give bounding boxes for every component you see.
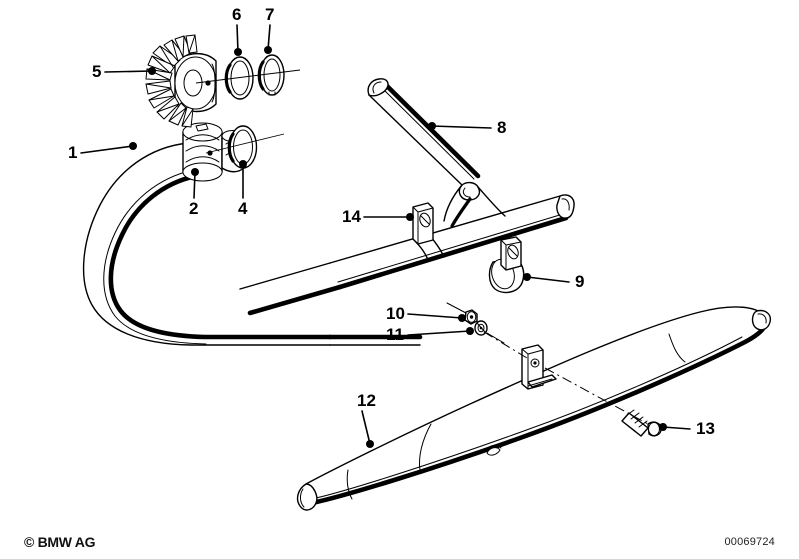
callout-dot [466, 327, 474, 335]
callout-leader-line [526, 276, 570, 283]
callout-number: 12 [357, 391, 376, 410]
part-pipe-clamp-bracket-front [412, 202, 445, 261]
callout-dot [428, 122, 436, 130]
callout-number: 13 [696, 419, 715, 438]
callout-number: 14 [342, 207, 361, 226]
callout-leader-line [361, 410, 371, 445]
footer-bar: © BMW AG 00069724 [0, 525, 799, 559]
callout-dot [129, 142, 137, 150]
callout-6: 6 [232, 5, 242, 56]
callout-number: 4 [238, 199, 248, 218]
callout-dot [406, 213, 414, 221]
callout-dot [234, 48, 242, 56]
callout-number: 1 [68, 143, 77, 162]
callout-12: 12 [357, 391, 376, 448]
callout-leader-line [407, 330, 471, 336]
callout-2: 2 [189, 168, 199, 218]
callout-dot [148, 67, 156, 75]
callout-leader-line [267, 24, 271, 51]
callout-9: 9 [523, 272, 584, 291]
part-lock-washer [474, 320, 488, 336]
part-muffler-silencer [296, 306, 772, 511]
assembly-centerline-lower [205, 133, 285, 154]
part-main-exhaust-run [239, 194, 575, 316]
callout-14: 14 [342, 207, 414, 226]
finned-nut-fins [145, 34, 198, 128]
callout-dot [366, 440, 374, 448]
callout-number: 6 [232, 5, 241, 24]
part-muffler-mounting-bracket [521, 344, 557, 390]
callout-1: 1 [68, 142, 137, 162]
callout-dot [523, 273, 531, 281]
callout-dot [458, 314, 466, 322]
part-pipe-clamp-bracket-rear [488, 236, 525, 294]
callout-dot [191, 168, 199, 176]
callout-leader-line [662, 426, 691, 430]
callout-number: 5 [92, 62, 101, 81]
callout-dot [659, 423, 667, 431]
callout-10: 10 [386, 304, 466, 323]
callout-5: 5 [92, 62, 156, 81]
callout-leader-line [104, 70, 153, 73]
leader-stub-washer [486, 332, 505, 344]
callout-dot [239, 160, 247, 168]
assembly-dashdot-lines [483, 331, 649, 425]
leader-stub-nut [446, 302, 467, 314]
callout-7: 7 [264, 5, 274, 54]
callout-number: 2 [189, 199, 198, 218]
callout-number: 10 [386, 304, 405, 323]
part-exhaust-header-pipe [82, 142, 423, 346]
callout-13: 13 [659, 419, 715, 438]
callout-number: 7 [265, 5, 274, 24]
callout-number: 9 [575, 272, 584, 291]
assembly-centerline-upper [195, 69, 301, 84]
callout-8: 8 [428, 118, 506, 137]
callout-leader-line [80, 145, 134, 154]
callout-leader-line [236, 24, 239, 53]
callout-leader-line [431, 125, 492, 129]
callout-4: 4 [238, 160, 248, 218]
callout-number: 11 [386, 325, 404, 344]
copyright-notice: © BMW AG [24, 534, 96, 550]
callout-dot [264, 46, 272, 54]
part-hex-nut [464, 309, 478, 325]
part-balance-crossover-pipe [367, 78, 506, 228]
callout-leader-line [193, 171, 196, 199]
callout-11: 11 [386, 325, 474, 344]
callout-number: 8 [497, 118, 506, 137]
callout-leader-line [407, 313, 463, 319]
diagram-part-number: 00069724 [724, 536, 775, 548]
part-finned-exhaust-nut [145, 34, 217, 128]
part-mounting-bolt [621, 409, 662, 437]
part-sealing-ring-upper [224, 56, 254, 100]
